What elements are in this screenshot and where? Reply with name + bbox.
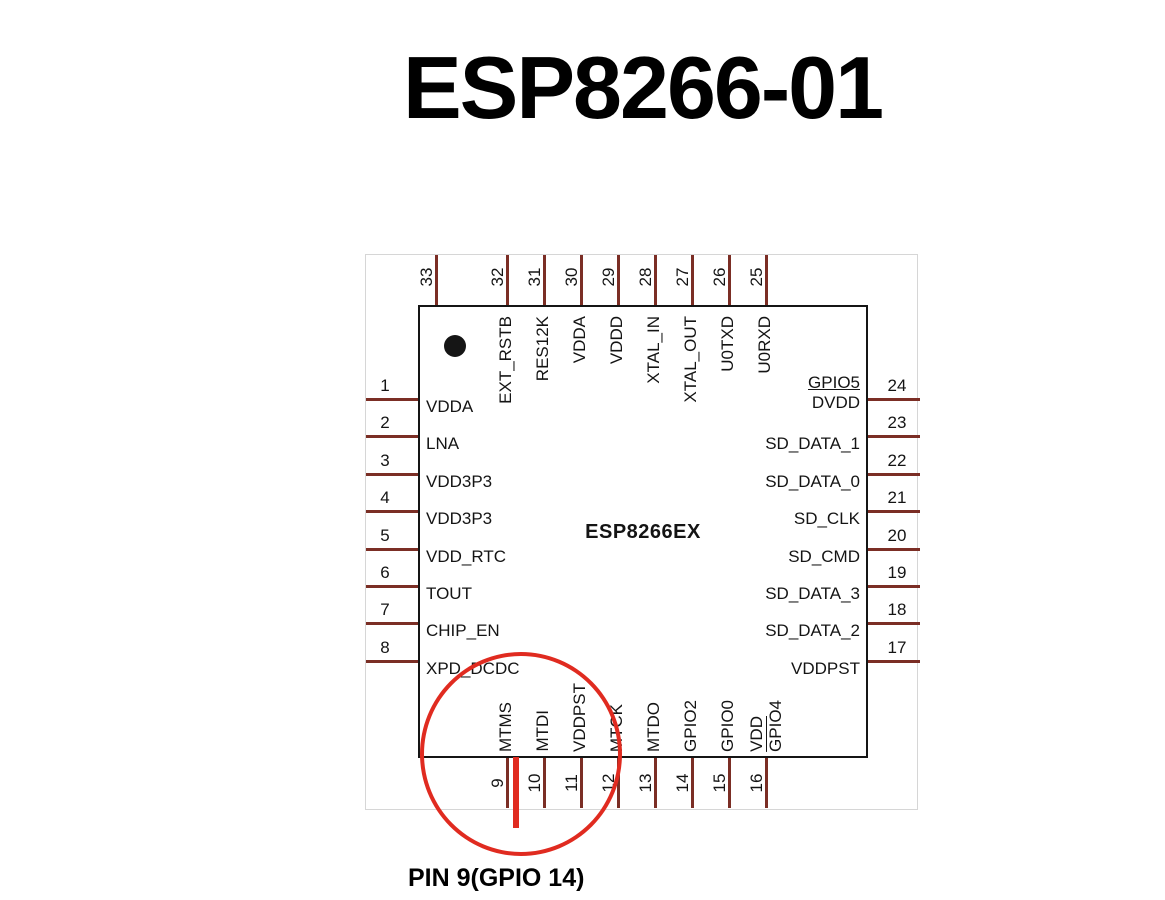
pin-number: 14 bbox=[673, 773, 692, 793]
pin-line bbox=[868, 585, 920, 588]
pin-number: 29 bbox=[599, 267, 618, 287]
pin-line bbox=[506, 255, 509, 305]
pin-number: 1 bbox=[380, 376, 390, 395]
pin-number: 13 bbox=[636, 773, 655, 793]
pin-number: 25 bbox=[747, 267, 766, 287]
pin-line bbox=[868, 472, 920, 476]
pin-number: 3 bbox=[380, 450, 390, 470]
pin-line bbox=[868, 659, 920, 663]
pin-label: VDDA bbox=[426, 397, 474, 416]
page-title: ESP8266-01 bbox=[402, 38, 884, 137]
pin-24-label-group: GPIO5 DVDD bbox=[808, 373, 860, 413]
pin-label: SD_CMD bbox=[788, 546, 860, 566]
pin-label-alt: VDD bbox=[747, 716, 766, 752]
pin-label: U0TXD bbox=[718, 316, 737, 372]
pin-label: GPIO2 bbox=[681, 700, 700, 752]
highlight-pin-line bbox=[513, 757, 519, 828]
highlight-circle bbox=[420, 652, 622, 856]
pin-line bbox=[691, 758, 694, 808]
pin-line bbox=[366, 585, 418, 588]
pin-number: 18 bbox=[887, 600, 907, 620]
pin-label: VDD3P3 bbox=[426, 509, 493, 529]
pin-label: XTAL_IN bbox=[644, 316, 663, 384]
pin-label: VDDA bbox=[570, 316, 589, 364]
pin-label: VDD_RTC bbox=[426, 546, 506, 566]
highlight-caption: PIN 9(GPIO 14) bbox=[408, 864, 585, 892]
pin-line bbox=[868, 510, 920, 514]
pin-number: 7 bbox=[380, 600, 390, 620]
pin-line bbox=[366, 435, 418, 439]
pin-line bbox=[868, 547, 920, 551]
pin-number: 5 bbox=[380, 525, 390, 545]
pin-line bbox=[654, 255, 657, 305]
pin-label: VDDPST bbox=[791, 658, 860, 678]
pin-line bbox=[868, 622, 920, 626]
pin-label: GPIO0 bbox=[718, 700, 737, 752]
pin-line bbox=[366, 547, 418, 551]
pin-label: U0RXD bbox=[755, 316, 774, 374]
pin-label: VDDD bbox=[607, 316, 626, 365]
pin-number: 8 bbox=[380, 637, 390, 657]
pin-1-marker-dot bbox=[444, 335, 466, 357]
pin-line bbox=[366, 398, 418, 401]
pin-line bbox=[617, 255, 620, 305]
chip-name: ESP8266EX bbox=[585, 521, 701, 543]
pin-line bbox=[617, 758, 620, 808]
pin-number: 20 bbox=[887, 525, 907, 545]
pin-number: 32 bbox=[488, 267, 507, 287]
pin-label: SD_DATA_0 bbox=[765, 471, 860, 491]
pin-number: 22 bbox=[887, 450, 907, 470]
pin-label: SD_DATA_1 bbox=[765, 434, 860, 454]
pin-label: SD_CLK bbox=[793, 509, 860, 529]
pin-label: DVDD bbox=[811, 393, 860, 412]
pin-line bbox=[366, 510, 418, 514]
pin-number: 30 bbox=[562, 267, 581, 287]
pin-number: 27 bbox=[673, 267, 692, 287]
pin-number: 31 bbox=[525, 267, 544, 287]
pin-number: 4 bbox=[380, 488, 390, 508]
pin-number: 21 bbox=[887, 488, 907, 508]
pin-label: VDD3P3 bbox=[426, 471, 493, 491]
pin-line bbox=[654, 758, 657, 808]
pin-label: SD_DATA_3 bbox=[765, 584, 860, 603]
pin-number: 15 bbox=[710, 773, 729, 793]
pin-line bbox=[728, 255, 731, 305]
pin-line bbox=[435, 255, 438, 305]
pin-line bbox=[765, 255, 768, 305]
pin-line bbox=[543, 255, 546, 305]
pin-number: 26 bbox=[710, 267, 729, 287]
pin-number: 2 bbox=[380, 413, 390, 433]
pin-number: 16 bbox=[747, 773, 766, 793]
pin-label: MTDO bbox=[644, 701, 663, 752]
pin-label: LNA bbox=[426, 434, 460, 454]
pin-line bbox=[868, 398, 920, 401]
pin-line bbox=[366, 472, 418, 476]
pin-number: 6 bbox=[380, 563, 390, 582]
pin-line bbox=[366, 622, 418, 626]
pin-number: 33 bbox=[417, 267, 436, 287]
pin-number: 17 bbox=[887, 637, 907, 657]
pin-line bbox=[580, 255, 583, 305]
pin-number: 24 bbox=[887, 376, 907, 395]
pin-line bbox=[728, 758, 731, 808]
pin-label: GPIO4 bbox=[766, 700, 785, 752]
pin-number: 28 bbox=[636, 267, 655, 287]
pin-line bbox=[691, 255, 694, 305]
pin-label: XTAL_OUT bbox=[681, 316, 700, 403]
pin-number: 19 bbox=[887, 563, 907, 582]
pin-line bbox=[366, 659, 418, 663]
pin-label: CHIP_EN bbox=[426, 621, 500, 641]
pin-label: EXT_RSTB bbox=[496, 316, 515, 404]
pin-label: RES12K bbox=[533, 316, 552, 382]
pin-line bbox=[868, 435, 920, 439]
pin-label: TOUT bbox=[426, 584, 472, 603]
pin-label: SD_DATA_2 bbox=[765, 621, 860, 641]
pin-label-alt: GPIO5 bbox=[808, 373, 860, 392]
pin-line bbox=[765, 758, 768, 808]
pin-number: 23 bbox=[887, 413, 907, 433]
